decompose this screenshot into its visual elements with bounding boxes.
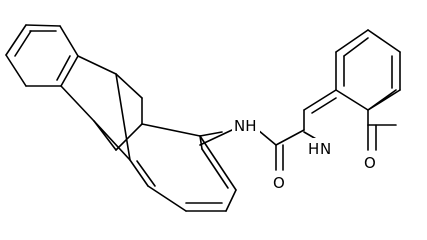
- bond: [93, 120, 131, 161]
- isoquinolinone-benzo-ring: [335, 29, 401, 111]
- bond: [367, 29, 401, 53]
- label-mask: [306, 138, 338, 158]
- ring-nh-h-label: H: [308, 140, 319, 158]
- bond: [60, 85, 95, 122]
- bond: [25, 24, 61, 27]
- lower-benzo-ring: [129, 123, 237, 212]
- amide-oxygen-label: O: [273, 174, 285, 192]
- bond: [335, 89, 369, 111]
- methylene-linker: [199, 129, 233, 146]
- inner-double-bond: [56, 55, 71, 81]
- inner-double-bond: [343, 37, 369, 57]
- inner-double-bond: [14, 30, 32, 57]
- structure-canvas: NH O H N O: [5, 24, 401, 212]
- inner-double-bond: [201, 148, 229, 189]
- amide-group: [257, 129, 305, 171]
- inner-double-bond: [136, 160, 156, 187]
- bond: [59, 25, 79, 57]
- bond: [115, 123, 143, 151]
- bond: [199, 129, 233, 146]
- ring-nh-n-label: N: [320, 140, 331, 158]
- bond: [303, 89, 337, 111]
- inner-double-bond: [311, 97, 337, 114]
- label-mask: [232, 115, 260, 135]
- bond: [257, 129, 277, 146]
- bond: [115, 73, 131, 161]
- bond: [141, 123, 201, 137]
- bond: [335, 29, 369, 53]
- bond: [147, 185, 187, 212]
- bond: [275, 129, 305, 146]
- bond: [367, 89, 401, 111]
- bond: [199, 135, 237, 191]
- bicyclic-bridge: [60, 55, 143, 161]
- bond: [60, 55, 79, 87]
- label-mask: [271, 172, 287, 192]
- bond: [115, 73, 143, 99]
- label-mask: [362, 152, 380, 172]
- amide-nh-label: NH: [234, 117, 257, 135]
- bond: [199, 135, 203, 150]
- bond: [225, 189, 237, 212]
- bond: [199, 131, 223, 137]
- upper-benzo-ring: [5, 24, 79, 87]
- bond: [77, 55, 117, 75]
- bond: [129, 159, 149, 187]
- chemical-structure-diagram: NH O H N O: [5, 24, 401, 212]
- lactam-carbonyl: [367, 124, 377, 151]
- bond: [5, 24, 27, 56]
- bond: [5, 54, 27, 87]
- lactam-oxygen-label: O: [364, 154, 376, 172]
